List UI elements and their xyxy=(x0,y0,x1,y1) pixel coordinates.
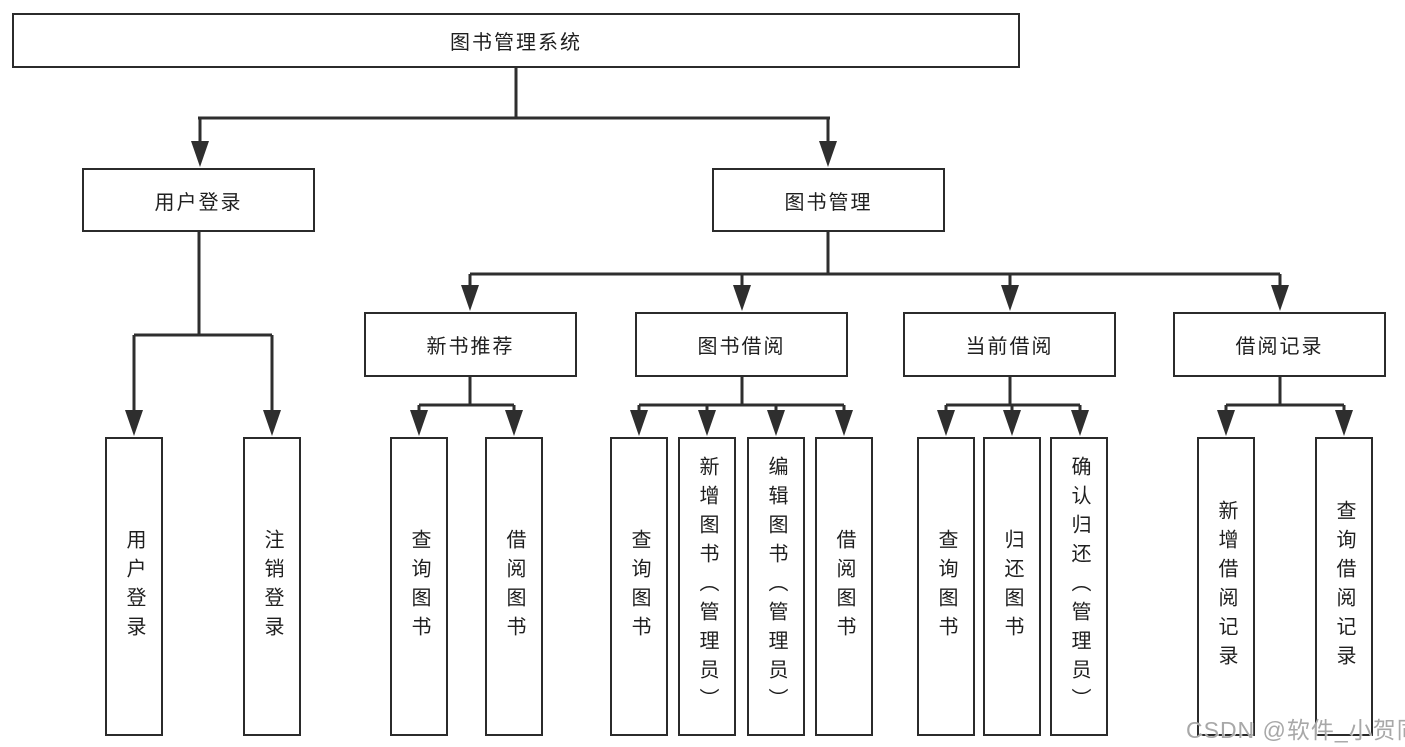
node-new-book-recommend: 新书推荐 xyxy=(364,312,577,377)
leaf-add-borrow-record: 新增借阅记录 xyxy=(1197,437,1255,736)
watermark: CSDN @软件_小贺同学 xyxy=(1186,717,1405,743)
leaf-query-books-current: 查询图书 xyxy=(917,437,975,736)
leaf-query-borrow-record: 查询借阅记录 xyxy=(1315,437,1373,736)
node-book-borrow: 图书借阅 xyxy=(635,312,848,377)
leaf-borrow-books-borrow: 借阅图书 xyxy=(815,437,873,736)
leaf-user-login: 用户登录 xyxy=(105,437,163,736)
node-label: 新书推荐 xyxy=(426,336,515,358)
node-label: 查询借阅记录 xyxy=(1333,499,1355,674)
node-library-system: 图书管理系统 xyxy=(12,13,1020,68)
node-label: 查询图书 xyxy=(408,528,430,645)
leaf-borrow-books-recommend: 借阅图书 xyxy=(485,437,543,736)
node-label: 图书管理 xyxy=(784,191,873,214)
node-label: 编辑图书（管理员） xyxy=(765,456,787,717)
node-label: 新增图书（管理员） xyxy=(696,456,718,717)
node-label: 图书管理系统 xyxy=(450,32,582,54)
node-current-borrow: 当前借阅 xyxy=(903,312,1116,377)
node-label: 借阅记录 xyxy=(1235,336,1324,358)
node-label: 确认归还（管理员） xyxy=(1068,456,1090,717)
leaf-edit-book-admin: 编辑图书（管理员） xyxy=(747,437,805,736)
node-label: 用户登录 xyxy=(154,191,243,214)
node-label: 查询图书 xyxy=(935,528,957,645)
node-label: 图书借阅 xyxy=(697,336,786,358)
node-label: 借阅图书 xyxy=(833,528,855,645)
node-label: 新增借阅记录 xyxy=(1215,499,1237,674)
node-borrow-records: 借阅记录 xyxy=(1173,312,1386,377)
node-label: 用户登录 xyxy=(123,528,145,645)
node-label: 注销登录 xyxy=(261,528,283,645)
leaf-query-books-recommend: 查询图书 xyxy=(390,437,448,736)
leaf-return-book: 归还图书 xyxy=(983,437,1041,736)
node-label: 当前借阅 xyxy=(965,336,1054,358)
leaf-add-book-admin: 新增图书（管理员） xyxy=(678,437,736,736)
leaf-confirm-return-admin: 确认归还（管理员） xyxy=(1050,437,1108,736)
leaf-query-books-borrow: 查询图书 xyxy=(610,437,668,736)
node-label: 归还图书 xyxy=(1001,528,1023,645)
node-label: 查询图书 xyxy=(628,528,650,645)
node-user-login: 用户登录 xyxy=(82,168,315,232)
node-book-management: 图书管理 xyxy=(712,168,945,232)
leaf-logout: 注销登录 xyxy=(243,437,301,736)
node-label: 借阅图书 xyxy=(503,528,525,645)
arrowheads xyxy=(125,141,1353,436)
